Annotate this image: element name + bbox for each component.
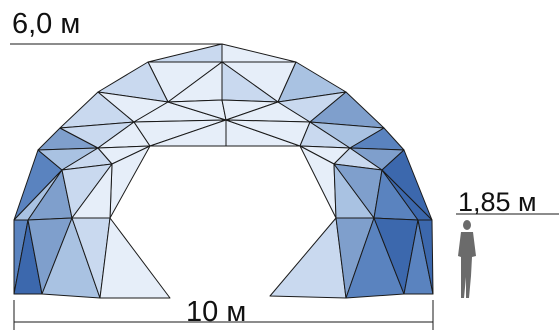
dome-height-label: 6,0 м — [12, 8, 81, 40]
person-height-label: 1,85 м — [458, 187, 537, 217]
dimension-lines — [10, 43, 559, 330]
dome-panel — [417, 219, 434, 295]
dome-width-label: 10 м — [186, 296, 247, 328]
dome-faces — [13, 43, 434, 299]
person-silhouette-icon — [458, 220, 476, 298]
dome-panel — [269, 217, 347, 299]
dome-panel — [221, 43, 297, 63]
dome-panel — [147, 43, 223, 63]
dome-panel — [99, 217, 171, 299]
